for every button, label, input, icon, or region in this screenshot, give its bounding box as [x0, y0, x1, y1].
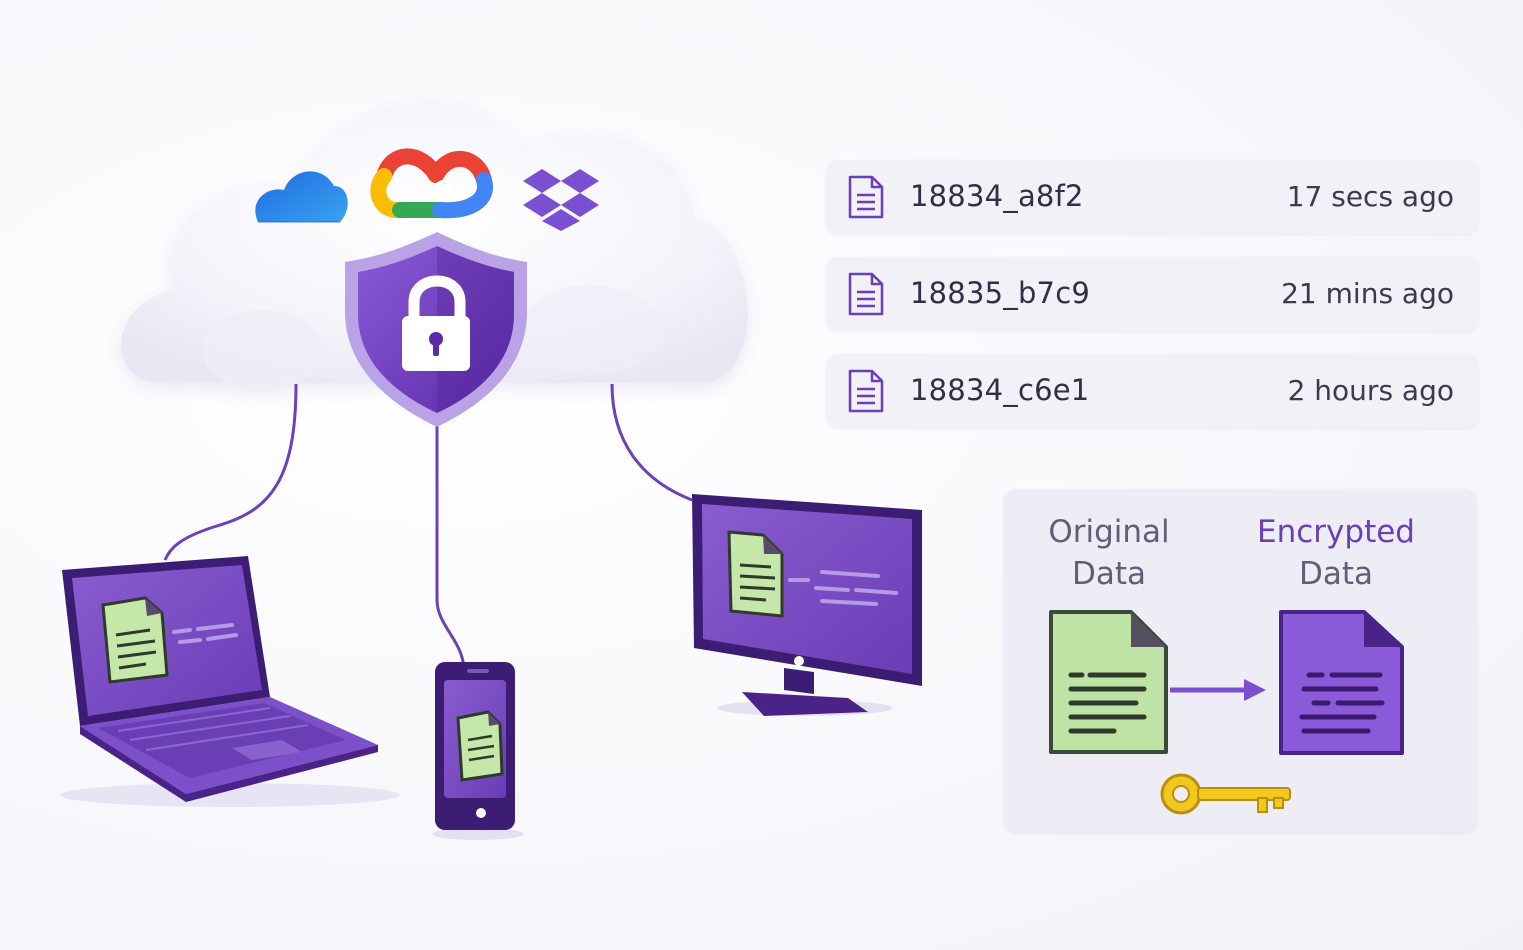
monitor-document-icon [727, 530, 784, 618]
connection-lines [163, 383, 693, 669]
arrow-right-icon [1170, 679, 1266, 701]
original-data-label: Original Data [1048, 514, 1170, 592]
document-icon [848, 272, 884, 316]
file-row-2[interactable]: 18835_b7c9 21 mins ago [826, 257, 1478, 331]
file-timestamp: 2 hours ago [1287, 374, 1454, 407]
encrypted-document-icon [1279, 610, 1404, 755]
smartphone-document-icon [456, 710, 504, 782]
laptop-document-icon [101, 596, 169, 684]
shield-lock-icon [345, 232, 527, 427]
golden-key-icon [1160, 773, 1291, 815]
desktop-monitor [692, 494, 922, 716]
document-icon [848, 369, 884, 413]
dropbox-icon [523, 169, 599, 231]
file-row-1[interactable]: 18834_a8f2 17 secs ago [826, 160, 1478, 234]
laptop-data-dashes [172, 623, 238, 644]
encryption-panel: Original Data Encrypted Data [1004, 489, 1476, 832]
monitor-data-dashes [788, 570, 898, 606]
file-name: 18835_b7c9 [910, 276, 1091, 310]
onedrive-icon [255, 171, 348, 223]
file-name: 18834_c6e1 [910, 373, 1090, 407]
encrypted-data-label: Encrypted Data [1257, 514, 1415, 592]
encryption-graphic [1049, 610, 1404, 815]
file-row-3[interactable]: 18834_c6e1 2 hours ago [826, 354, 1478, 428]
file-timestamp: 21 mins ago [1281, 277, 1454, 310]
original-document-icon [1049, 610, 1168, 754]
google-cloud-icon [370, 148, 493, 219]
file-name: 18834_a8f2 [910, 179, 1084, 213]
document-icon [848, 175, 884, 219]
laptop-keyboard [117, 707, 309, 751]
file-timestamp: 17 secs ago [1286, 180, 1454, 213]
